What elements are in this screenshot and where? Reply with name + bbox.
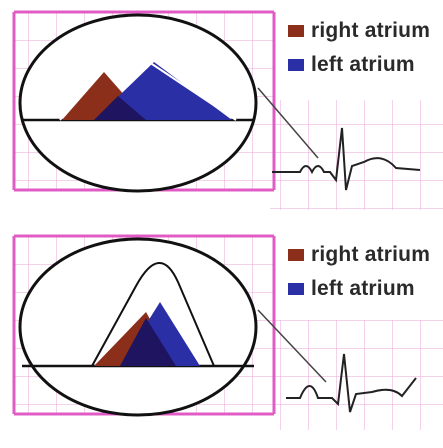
legend-item-left-atrium: left atrium xyxy=(288,274,430,304)
peaked-p-outline-bottom xyxy=(91,262,215,367)
legend-bottom: right atrium left atrium xyxy=(288,240,430,304)
overlap-region-top xyxy=(94,96,146,120)
legend-top: right atrium left atrium xyxy=(288,16,430,80)
ecg-trace-top xyxy=(272,127,421,191)
ecg-trace-bottom xyxy=(286,353,417,413)
legend-item-left-atrium: left atrium xyxy=(288,50,430,80)
pointer-line-bottom xyxy=(257,309,327,383)
left-atrium-swatch xyxy=(288,59,304,71)
right-atrium-swatch xyxy=(288,249,304,261)
overlap-region-bottom xyxy=(120,318,176,366)
legend-label-left-atrium: left atrium xyxy=(311,277,415,300)
legend-item-right-atrium: right atrium xyxy=(288,240,430,270)
pointer-line-top xyxy=(257,87,319,159)
ecg-grid-bottom-right xyxy=(270,320,443,430)
ecg-grid-top-right xyxy=(270,100,443,210)
legend-label-right-atrium: right atrium xyxy=(311,243,431,266)
panel-top xyxy=(12,10,443,210)
legend-label-left-atrium: left atrium xyxy=(311,53,415,76)
legend-item-right-atrium: right atrium xyxy=(288,16,430,46)
panel-bottom xyxy=(12,234,443,430)
legend-label-right-atrium: right atrium xyxy=(311,19,431,42)
right-atrium-swatch xyxy=(288,25,304,37)
left-atrium-swatch xyxy=(288,283,304,295)
notched-p-outline-top xyxy=(59,58,237,121)
